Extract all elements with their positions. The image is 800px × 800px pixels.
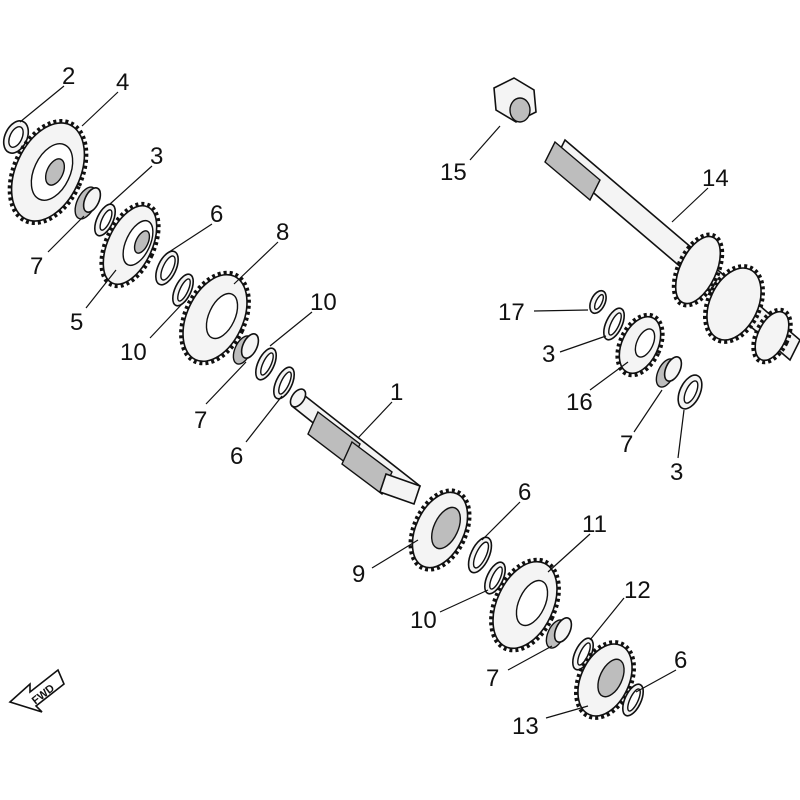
washer-part-10-b[interactable] [252,345,281,383]
washer-part-3-a[interactable] [91,201,120,239]
callout-17: 17 [498,299,525,326]
callout-14: 14 [702,165,729,192]
callout-12: 12 [624,577,651,604]
callout-7: 7 [30,253,43,280]
callout-3: 3 [150,143,163,170]
callout-6: 6 [518,479,531,506]
circlip-part-6-b[interactable] [270,364,299,402]
circlip-part-6-c[interactable] [464,534,496,576]
callout-6: 6 [674,647,687,674]
needle-bearing-part-7-d[interactable] [542,615,574,651]
needle-bearing-part-7-a[interactable] [71,184,104,222]
needle-bearing-part-7-b[interactable] [229,331,261,367]
callout-7: 7 [486,665,499,692]
washer-part-10-a[interactable] [169,271,198,309]
callout-5: 5 [70,309,83,336]
gear-part-8[interactable] [168,262,263,374]
washer-part-10-c[interactable] [481,559,510,597]
circlip-part-17[interactable] [587,288,610,316]
callout-4: 4 [116,69,129,96]
callout-6: 6 [230,443,243,470]
callout-10: 10 [120,339,147,366]
callout-7: 7 [194,407,207,434]
callout-11: 11 [582,511,607,538]
washer-part-3-c[interactable] [673,371,706,412]
gear-part-9[interactable] [399,481,482,579]
callout-1: 1 [390,379,403,406]
countershaft-part-14[interactable] [544,138,800,368]
callout-3: 3 [542,341,555,368]
gear-part-11[interactable] [478,549,573,661]
callout-15: 15 [440,159,467,186]
gear-part-16[interactable] [608,308,671,383]
callout-16: 16 [566,389,593,416]
callout-10: 10 [310,289,337,316]
needle-bearing-part-7-c[interactable] [652,354,684,390]
washer-part-3-b[interactable] [600,305,629,343]
gear-part-13[interactable] [565,633,646,727]
callout-13: 13 [512,713,539,740]
callout-10: 10 [410,607,437,634]
circlip-part-6-a[interactable] [151,248,183,288]
circlip-part-6-d[interactable] [619,681,648,719]
callout-labels: 2 4 3 7 5 6 8 10 10 7 6 1 15 14 17 3 16 … [30,63,729,740]
fwd-arrow-icon: FWD [8,668,65,713]
main-shaft-part-1[interactable] [287,386,422,506]
callout-6: 6 [210,201,223,228]
callout-9: 9 [352,561,365,588]
callout-7: 7 [620,431,633,458]
callout-8: 8 [276,219,289,246]
nut-part-15[interactable] [493,77,537,123]
gear-part-5[interactable] [90,195,171,295]
gear-part-4[interactable] [0,109,102,236]
leader-lines [19,85,709,719]
callout-2: 2 [62,63,75,90]
callout-3: 3 [670,459,683,486]
